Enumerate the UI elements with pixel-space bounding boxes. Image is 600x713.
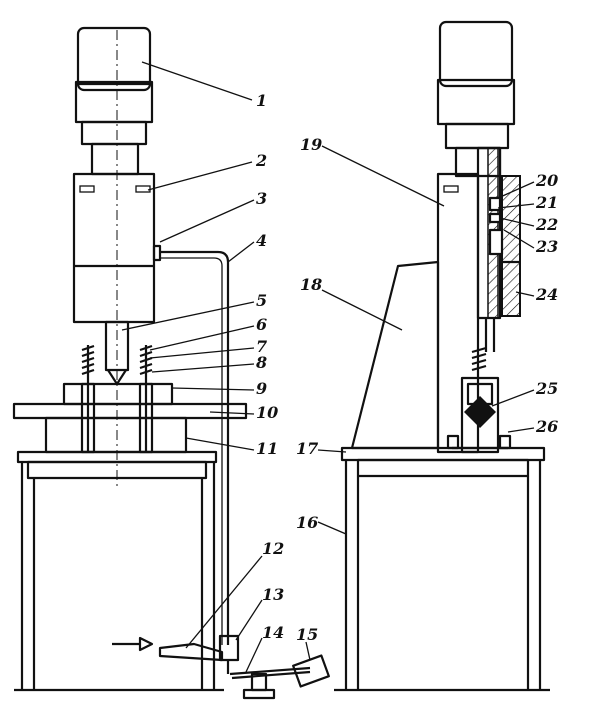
right-frame (334, 446, 550, 692)
workpiece-diamond (464, 396, 496, 428)
label-20: 20 (535, 171, 558, 190)
label-10: 10 (256, 403, 278, 422)
right-motor (436, 20, 516, 178)
label-1: 1 (256, 91, 267, 110)
label-2: 2 (255, 151, 267, 170)
label-23: 23 (535, 237, 558, 256)
label-4: 4 (256, 231, 267, 250)
label-21: 21 (535, 193, 558, 212)
label-11: 11 (256, 439, 278, 458)
label-5: 5 (256, 291, 267, 310)
label-26: 26 (535, 417, 558, 436)
label-14: 14 (262, 623, 284, 642)
left-view (12, 26, 330, 700)
label-24: 24 (535, 285, 558, 304)
label-19: 19 (300, 135, 322, 154)
left-hose (160, 250, 230, 645)
right-column (436, 146, 521, 454)
left-frame (14, 450, 224, 692)
left-springs (81, 344, 153, 452)
label-18: 18 (300, 275, 322, 294)
right-view (334, 20, 550, 692)
label-12: 12 (262, 539, 284, 558)
label-25: 25 (535, 379, 558, 398)
label-6: 6 (256, 315, 267, 334)
label-17: 17 (296, 439, 318, 458)
label-22: 22 (535, 215, 558, 234)
label-8: 8 (255, 353, 267, 372)
label-7: 7 (256, 337, 267, 356)
left-motor (74, 26, 154, 176)
label-3: 3 (256, 189, 267, 208)
label-15: 15 (296, 625, 318, 644)
label-13: 13 (262, 585, 284, 604)
left-pedal-assembly (112, 634, 330, 700)
right-bracket (350, 260, 440, 450)
callout-labels: 1 2 3 4 5 6 7 8 9 10 11 12 13 14 15 16 1… (255, 91, 558, 644)
left-fixture (12, 30, 248, 488)
leader-lines (121, 61, 535, 673)
label-16: 16 (296, 513, 318, 532)
label-9: 9 (256, 379, 267, 398)
